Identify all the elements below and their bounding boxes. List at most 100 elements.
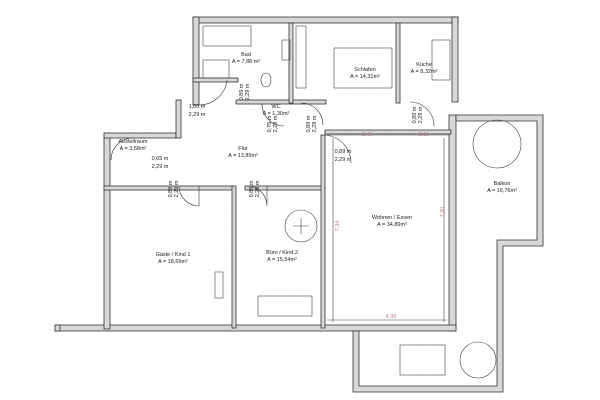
grid-dot bbox=[349, 309, 351, 311]
grid-dot bbox=[529, 389, 531, 391]
grid-dot bbox=[249, 89, 251, 91]
grid-dot bbox=[69, 49, 71, 51]
grid-dot bbox=[429, 29, 431, 31]
grid-dot bbox=[89, 369, 91, 371]
dimension-label: 2,48 bbox=[362, 132, 373, 138]
grid-dot bbox=[409, 149, 411, 151]
grid-dot bbox=[429, 169, 431, 171]
grid-dot bbox=[349, 269, 351, 271]
grid-dot bbox=[369, 9, 371, 11]
grid-dot bbox=[169, 389, 171, 391]
grid-dot bbox=[369, 349, 371, 351]
grid-dot bbox=[409, 369, 411, 371]
grid-dot bbox=[549, 289, 551, 291]
grid-dot bbox=[329, 109, 331, 111]
grid-dot bbox=[409, 189, 411, 191]
grid-dot bbox=[569, 89, 571, 91]
room-area-kueche: A = 8,32m² bbox=[411, 69, 438, 75]
wall-flur-left bbox=[175, 99, 182, 139]
grid-dot bbox=[209, 349, 211, 351]
grid-dot bbox=[489, 349, 491, 351]
grid-dot bbox=[449, 9, 451, 11]
grid-dot bbox=[89, 29, 91, 31]
grid-dot bbox=[589, 89, 591, 91]
grid-dot bbox=[329, 249, 331, 251]
grid-dot bbox=[469, 369, 471, 371]
grid-dot bbox=[169, 89, 171, 91]
grid-dot bbox=[109, 9, 111, 11]
grid-dot bbox=[329, 149, 331, 151]
grid-dot bbox=[269, 389, 271, 391]
grid-dot bbox=[189, 349, 191, 351]
grid-dot bbox=[509, 49, 511, 51]
grid-dot bbox=[529, 109, 531, 111]
room-area-buero: A = 15,54m² bbox=[267, 257, 297, 263]
grid-dot bbox=[29, 89, 31, 91]
grid-dot bbox=[369, 109, 371, 111]
room-name-abstellraum: Abstellraum bbox=[118, 139, 147, 145]
grid-dot bbox=[429, 349, 431, 351]
grid-dot bbox=[349, 169, 351, 171]
grid-dot bbox=[269, 149, 271, 151]
room-labels: Bad A = 7,88 m² Schlafen A = 14,31m² Küc… bbox=[118, 52, 517, 265]
grid-dot bbox=[29, 49, 31, 51]
grid-dot bbox=[229, 149, 231, 151]
grid-dot bbox=[29, 329, 31, 331]
grid-dot bbox=[29, 169, 31, 171]
grid-dot bbox=[9, 209, 11, 211]
grid-dot bbox=[289, 149, 291, 151]
grid-dot bbox=[89, 89, 91, 91]
grid-dot bbox=[269, 369, 271, 371]
grid-dot bbox=[109, 349, 111, 351]
grid-dot bbox=[229, 9, 231, 11]
grid-dot bbox=[269, 89, 271, 91]
grid-dot bbox=[389, 189, 391, 191]
grid-dot bbox=[269, 109, 271, 111]
grid-dot bbox=[209, 129, 211, 131]
grid-dot bbox=[69, 269, 71, 271]
grid-dot bbox=[229, 29, 231, 31]
grid-dot bbox=[109, 49, 111, 51]
grid-dot bbox=[509, 169, 511, 171]
grid-dot bbox=[489, 329, 491, 331]
grid-dot bbox=[549, 169, 551, 171]
grid-dot bbox=[309, 129, 311, 131]
walls bbox=[54, 16, 544, 393]
room-area-abstellraum: A = 3,58m² bbox=[120, 146, 147, 152]
room-name-wc: WC bbox=[271, 104, 280, 110]
grid-dot bbox=[89, 309, 91, 311]
grid-dot bbox=[589, 169, 591, 171]
wall-left bbox=[103, 132, 111, 330]
grid-dot bbox=[169, 69, 171, 71]
grid-dot bbox=[209, 109, 211, 111]
kitchen-counter-icon bbox=[431, 39, 451, 81]
room-area-schlafen: A = 14,31m² bbox=[350, 74, 380, 80]
grid-dot bbox=[169, 169, 171, 171]
grid-dot bbox=[489, 149, 491, 151]
door-width-label: 1,00 m bbox=[189, 104, 206, 110]
grid-dot bbox=[29, 69, 31, 71]
grid-dot bbox=[589, 129, 591, 131]
grid-dot bbox=[189, 249, 191, 251]
grid-dot bbox=[209, 29, 211, 31]
grid-dot bbox=[269, 249, 271, 251]
grid-dot bbox=[69, 209, 71, 211]
grid-dot bbox=[589, 29, 591, 31]
grid-dot bbox=[229, 89, 231, 91]
grid-dot bbox=[569, 349, 571, 351]
grid-dot bbox=[409, 209, 411, 211]
grid-dot bbox=[149, 89, 151, 91]
grid-dot bbox=[569, 49, 571, 51]
grid-dot bbox=[89, 169, 91, 171]
grid-dot bbox=[269, 29, 271, 31]
grid-dot bbox=[349, 149, 351, 151]
grid-dot bbox=[489, 189, 491, 191]
grid-dot bbox=[49, 369, 51, 371]
lamp-icon bbox=[284, 209, 318, 243]
grid-dot bbox=[149, 49, 151, 51]
grid-dot bbox=[509, 89, 511, 91]
vertical-door-label: 0,89 m bbox=[249, 180, 255, 197]
vertical-door-label: 0,89 m bbox=[239, 83, 245, 100]
grid-dot bbox=[469, 269, 471, 271]
grid-dot bbox=[389, 9, 391, 11]
